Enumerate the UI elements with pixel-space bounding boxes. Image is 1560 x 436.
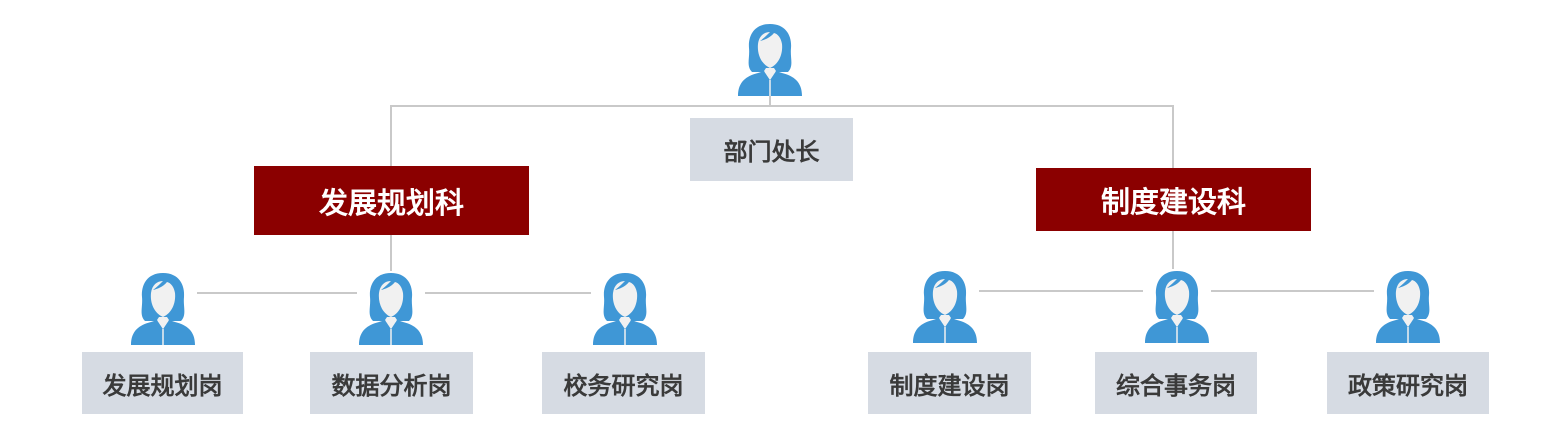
position-label: 制度建设岗 bbox=[868, 352, 1031, 414]
person-icon bbox=[591, 271, 659, 345]
position-label: 发展规划岗 bbox=[82, 352, 243, 414]
dept-planning: 发展规划科 bbox=[254, 166, 529, 235]
position-label: 数据分析岗 bbox=[310, 352, 473, 414]
person-icon bbox=[1374, 269, 1442, 343]
position-label: 校务研究岗 bbox=[542, 352, 705, 414]
person-icon bbox=[357, 271, 425, 345]
dept-institution: 制度建设科 bbox=[1036, 168, 1311, 231]
person-icon bbox=[129, 271, 197, 345]
connector bbox=[391, 105, 1174, 107]
position-label: 政策研究岗 bbox=[1327, 352, 1489, 414]
head-label: 部门处长 bbox=[690, 118, 853, 181]
connector bbox=[769, 90, 771, 106]
person-icon bbox=[1143, 269, 1211, 343]
person-icon bbox=[736, 22, 804, 96]
position-label: 综合事务岗 bbox=[1095, 352, 1257, 414]
person-icon bbox=[911, 269, 979, 343]
